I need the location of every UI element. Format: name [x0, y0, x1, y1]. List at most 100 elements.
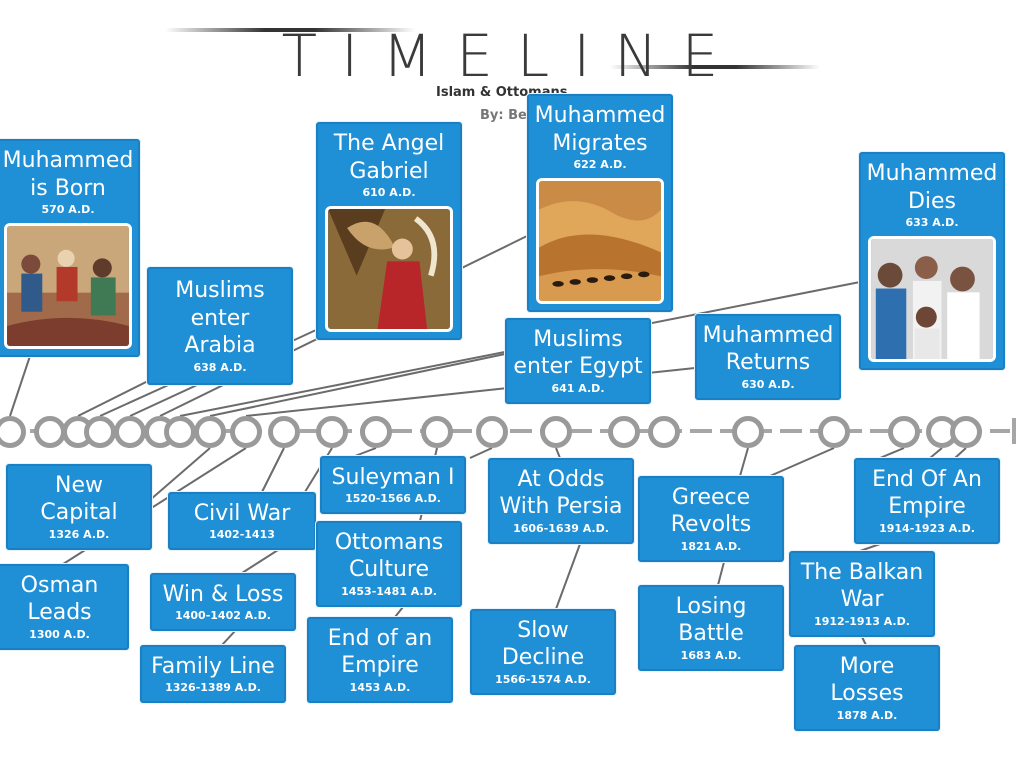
connector-line [469, 447, 493, 459]
event-date: 1878 A.D. [836, 708, 898, 722]
title-banner: TIMELINE [0, 10, 1024, 90]
event-date: 570 A.D. [41, 203, 95, 216]
connector-line [261, 447, 285, 493]
event-card-family-line[interactable]: Family Line 1326-1389 A.D. [140, 645, 286, 703]
title-underline-left [165, 28, 415, 32]
event-date: 1912-1913 A.D. [814, 614, 910, 628]
event-card-civil-war[interactable]: Civil War 1402-1413 [168, 492, 316, 550]
timeline-node [164, 416, 196, 448]
timeline-node [648, 416, 680, 448]
connector-line [929, 447, 943, 459]
connector-line [9, 355, 31, 417]
timeline-node [818, 416, 850, 448]
author-label: By: Be [480, 108, 527, 123]
connector-line [241, 549, 279, 574]
crowd-photo-image [868, 236, 996, 363]
connector-line [394, 606, 404, 618]
connector-line [769, 447, 835, 477]
timeline-node [0, 416, 26, 448]
event-title: Family Line [151, 653, 275, 679]
event-card-suleyman[interactable]: Suleyman I 1520-1566 A.D. [320, 456, 466, 514]
event-date: 1453-1481 A.D. [341, 584, 437, 598]
timeline-node [230, 416, 262, 448]
event-date: 641 A.D. [551, 381, 605, 395]
connector-line [149, 447, 211, 501]
event-date: 1300 A.D. [29, 627, 90, 641]
event-date: 1914-1923 A.D. [879, 521, 975, 535]
connector-line [954, 447, 967, 459]
connector-line [555, 447, 561, 459]
event-date: 630 A.D. [741, 377, 795, 391]
angel-painting-image [325, 206, 453, 333]
connector-line [221, 630, 236, 646]
event-date: 1821 A.D. [680, 539, 742, 553]
event-date: 1453 A.D. [349, 680, 411, 694]
timeline-node [421, 416, 453, 448]
timeline-node [360, 416, 392, 448]
timeline-node [888, 416, 920, 448]
event-card-win-loss[interactable]: Win & Loss 1400-1402 A.D. [150, 573, 296, 631]
event-title: Civil War [193, 500, 291, 526]
event-date: 1326 A.D. [48, 527, 110, 541]
connector-line [859, 543, 881, 552]
event-title: Win & Loss [162, 581, 284, 607]
connector-line [717, 561, 725, 586]
event-date: 1566-1574 A.D. [495, 672, 591, 686]
illustrated-manuscript-image [4, 223, 132, 350]
timeline-node [114, 416, 146, 448]
event-date: 1683 A.D. [680, 648, 742, 662]
event-date: 622 A.D. [573, 158, 627, 171]
connector-line [209, 353, 506, 417]
event-date: 610 A.D. [362, 186, 416, 199]
timeline-node [608, 416, 640, 448]
timeline-node [194, 416, 226, 448]
connector-line [555, 543, 581, 610]
event-date: 633 A.D. [905, 216, 959, 229]
timeline-node [540, 416, 572, 448]
desert-camel-caravan-image [536, 178, 664, 305]
connector-line [861, 636, 867, 646]
timeline-node [268, 416, 300, 448]
event-date: 638 A.D. [193, 360, 247, 374]
title-underline-right [610, 65, 820, 69]
timeline-node [476, 416, 508, 448]
timeline-node [316, 416, 348, 448]
event-date: 1606-1639 A.D. [513, 521, 609, 535]
connector-line [354, 447, 377, 457]
connector-line [879, 447, 905, 459]
event-date: 1326-1389 A.D. [165, 681, 261, 695]
page-title: TIMELINE [281, 22, 743, 90]
